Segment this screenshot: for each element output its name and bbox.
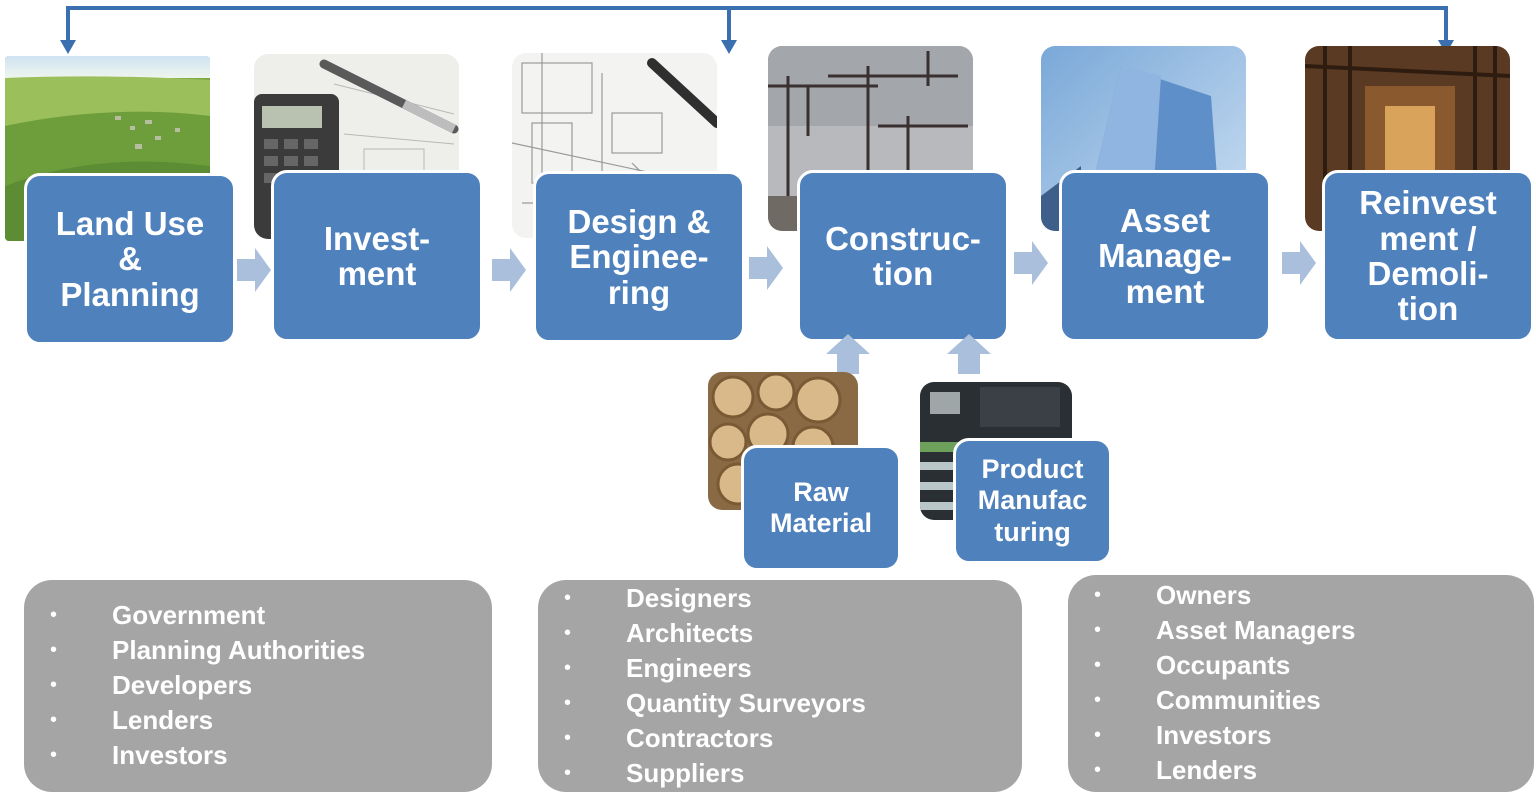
- chevron-arrow-1: [237, 248, 271, 292]
- chevron-arrow-3: [749, 246, 783, 290]
- stakeholder-item: Planning Authorities: [24, 633, 492, 668]
- stakeholder-item: Lenders: [24, 703, 492, 738]
- stakeholder-item: Quantity Surveyors: [538, 686, 1022, 721]
- up-arrow-raw-material: [826, 334, 870, 374]
- stakeholder-item: Investors: [1068, 718, 1534, 753]
- stakeholder-item: Contractors: [538, 721, 1022, 756]
- input-raw-material: Raw Material: [741, 445, 901, 571]
- stakeholder-item: Architects: [538, 616, 1022, 651]
- stage-asset-management: Asset Manage- ment: [1059, 170, 1271, 342]
- stakeholder-panel-operation: Owners Asset Managers Occupants Communit…: [1068, 575, 1534, 792]
- feedback-loop-connector: [60, 6, 1454, 54]
- stage-reinvestment-demolition: Reinvest ment / Demoli- tion: [1322, 170, 1534, 342]
- stage-investment: Invest- ment: [271, 170, 483, 342]
- chevron-arrow-4: [1014, 241, 1048, 285]
- stakeholder-item: Government: [24, 598, 492, 633]
- chevron-arrow-5: [1282, 241, 1316, 285]
- up-arrow-product-manufacturing: [947, 334, 991, 374]
- stakeholder-item: Lenders: [1068, 753, 1534, 788]
- stage-construction: Construc- tion: [797, 170, 1009, 342]
- stakeholder-item: Communities: [1068, 683, 1534, 718]
- stakeholder-item: Investors: [24, 738, 492, 773]
- stakeholder-item: Suppliers: [538, 756, 1022, 791]
- stakeholder-panel-design-construction: Designers Architects Engineers Quantity …: [538, 580, 1022, 792]
- stage-design-engineering: Design & Enginee- ring: [533, 171, 745, 343]
- stakeholder-item: Designers: [538, 581, 1022, 616]
- stakeholder-panel-planning: Government Planning Authorities Develope…: [24, 580, 492, 792]
- chevron-arrow-2: [492, 248, 526, 292]
- input-product-manufacturing: Product Manufac turing: [953, 438, 1112, 564]
- stakeholder-item: Owners: [1068, 578, 1534, 613]
- stakeholder-item: Developers: [24, 668, 492, 703]
- stakeholder-item: Occupants: [1068, 648, 1534, 683]
- stakeholder-item: Asset Managers: [1068, 613, 1534, 648]
- stakeholder-item: Engineers: [538, 651, 1022, 686]
- stage-land-use-planning: Land Use & Planning: [24, 173, 236, 345]
